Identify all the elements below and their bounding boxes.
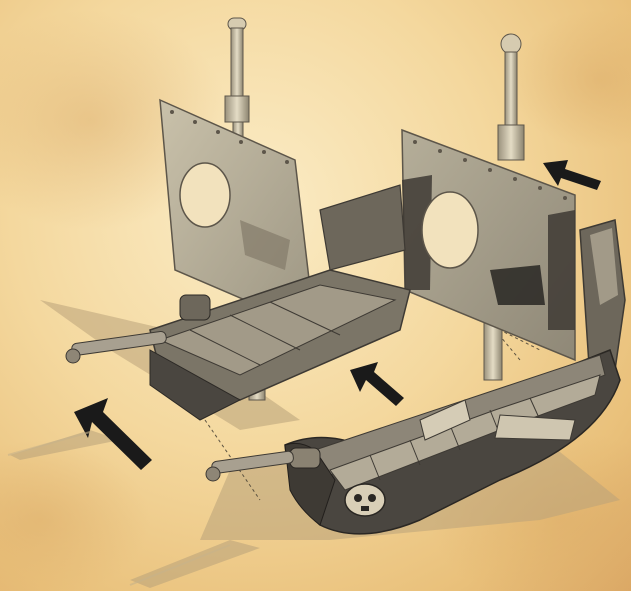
porthole-icon <box>422 192 478 268</box>
assembly-arrow-icon <box>350 362 404 406</box>
porthole-icon <box>180 163 230 227</box>
skull-emblem-icon <box>345 484 385 516</box>
upper-deck-section <box>150 270 410 420</box>
